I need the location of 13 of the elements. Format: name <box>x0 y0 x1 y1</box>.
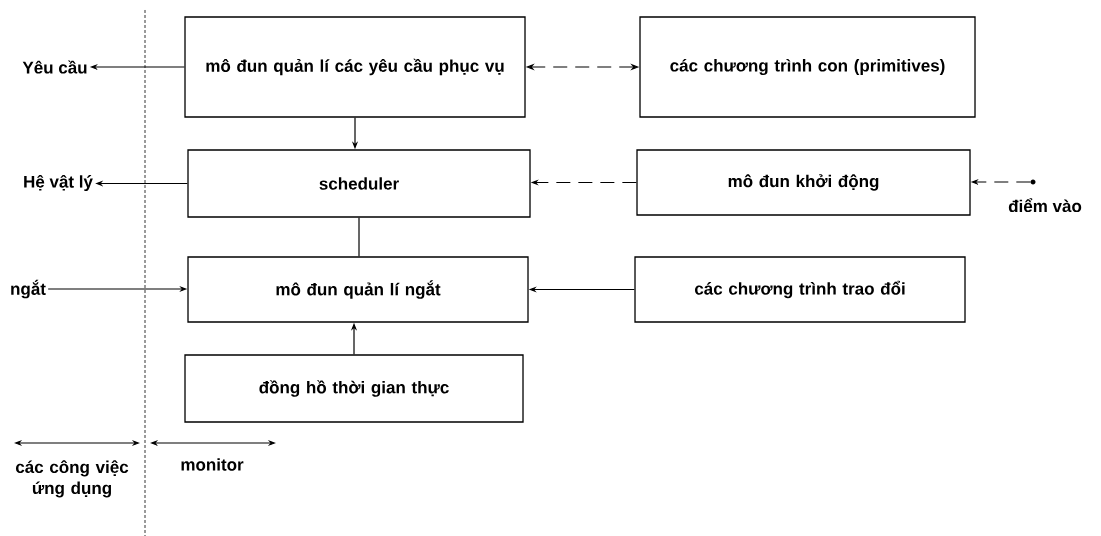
module-box: scheduler <box>187 149 531 218</box>
region-label: các công việc ứng dụng <box>15 460 129 498</box>
module-box: đồng hồ thời gian thực <box>184 354 524 423</box>
module-box: mô đun quản lí các yêu cầu phục vụ <box>184 16 526 118</box>
module-box: mô đun khởi động <box>636 149 971 216</box>
module-box: mô đun quản lí ngắt <box>187 256 529 323</box>
entry-label: điểm vào <box>1008 198 1082 213</box>
signal-label: ngắt <box>11 279 46 299</box>
region-label: monitor <box>181 458 244 471</box>
signal-label: Yêu cầu <box>22 60 87 74</box>
module-box: các chương trình con (primitives) <box>639 16 976 118</box>
module-box: các chương trình trao đổi <box>634 256 966 323</box>
signal-label: Hệ vật lý <box>24 174 93 192</box>
